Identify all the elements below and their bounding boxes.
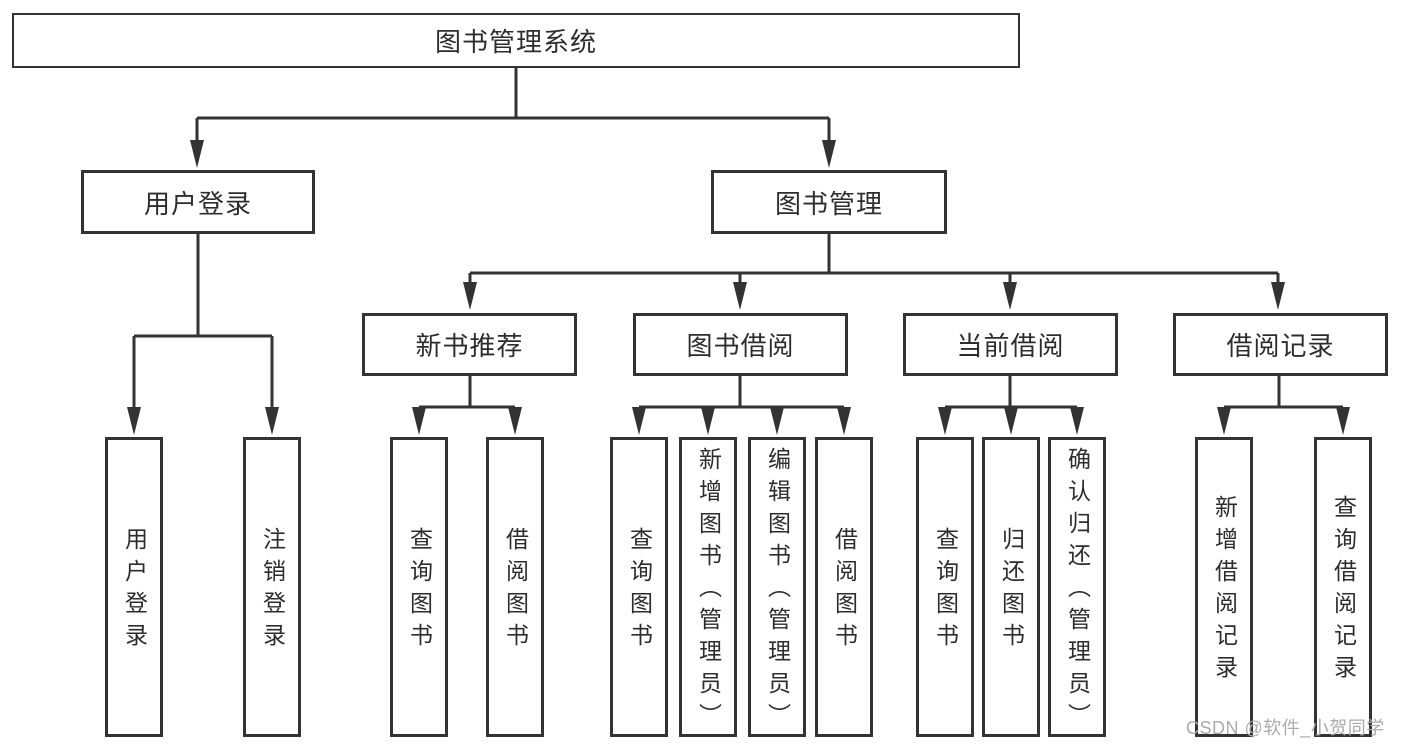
connector-current-borrowing-to-children bbox=[943, 376, 1079, 410]
node-label: 用户登录 bbox=[143, 188, 252, 219]
node-leaf-borrow-books: 借阅图书 bbox=[815, 437, 873, 737]
node-leaf-query-borrow-record: 查询借阅记录 bbox=[1314, 437, 1372, 737]
arrowhead-icons bbox=[127, 140, 1350, 435]
node-borrowing-records: 借阅记录 bbox=[1173, 313, 1388, 376]
watermark-text: CSDN @软件_小贺同学 bbox=[1186, 718, 1385, 738]
node-label: 查询图书 bbox=[626, 527, 653, 655]
node-leaf-add-borrow-record: 新增借阅记录 bbox=[1195, 437, 1253, 737]
node-label: 查询图书 bbox=[406, 527, 433, 655]
node-leaf-edit-books-admin: 编辑图书（管理员） bbox=[748, 437, 806, 737]
node-root-system: 图书管理系统 bbox=[12, 13, 1020, 68]
node-label: 查询借阅记录 bbox=[1330, 495, 1357, 687]
node-label: 图书管理 bbox=[774, 188, 883, 219]
node-current-borrowing: 当前借阅 bbox=[903, 313, 1118, 376]
node-leaf-add-books-admin: 新增图书（管理员） bbox=[679, 437, 737, 737]
connector-borrowing-records-to-children bbox=[1222, 376, 1345, 410]
node-leaf-confirm-return-admin: 确认归还（管理员） bbox=[1048, 437, 1106, 737]
node-new-book-recommend: 新书推荐 bbox=[362, 313, 577, 376]
node-leaf-query-books-recommend: 查询图书 bbox=[390, 437, 448, 737]
node-label: 借阅图书 bbox=[502, 527, 529, 655]
connector-book-mgmt-to-level3 bbox=[468, 234, 1280, 283]
node-label: 用户登录 bbox=[121, 527, 148, 655]
node-label: 图书管理系统 bbox=[434, 27, 597, 57]
node-leaf-user-login: 用户登录 bbox=[105, 437, 163, 737]
node-label: 新增图书（管理员） bbox=[695, 447, 722, 735]
node-label: 当前借阅 bbox=[956, 331, 1065, 361]
node-label: 新增借阅记录 bbox=[1211, 495, 1238, 687]
node-leaf-return-books: 归还图书 bbox=[982, 437, 1040, 737]
node-label: 查询图书 bbox=[932, 527, 959, 655]
node-label: 借阅图书 bbox=[831, 527, 858, 655]
connector-book-borrowing-to-children bbox=[637, 376, 846, 410]
node-leaf-borrow-books-recommend: 借阅图书 bbox=[486, 437, 544, 737]
node-label: 借阅记录 bbox=[1226, 331, 1335, 361]
connector-new-book-recommend-to-children bbox=[417, 376, 517, 410]
node-label: 图书借阅 bbox=[686, 331, 795, 361]
node-leaf-logout: 注销登录 bbox=[243, 437, 301, 737]
connector-user-login-to-children bbox=[132, 234, 274, 409]
node-leaf-query-books-current: 查询图书 bbox=[916, 437, 974, 737]
node-book-management: 图书管理 bbox=[711, 170, 947, 234]
node-label: 确认归还（管理员） bbox=[1064, 447, 1091, 735]
node-leaf-query-books-borrowing: 查询图书 bbox=[610, 437, 668, 737]
node-label: 归还图书 bbox=[998, 527, 1025, 655]
node-label: 编辑图书（管理员） bbox=[764, 447, 791, 735]
node-user-login: 用户登录 bbox=[81, 170, 315, 234]
node-book-borrowing: 图书借阅 bbox=[633, 313, 848, 376]
node-label: 新书推荐 bbox=[415, 331, 524, 361]
connector-root-to-level2 bbox=[195, 68, 831, 142]
node-label: 注销登录 bbox=[259, 527, 286, 655]
